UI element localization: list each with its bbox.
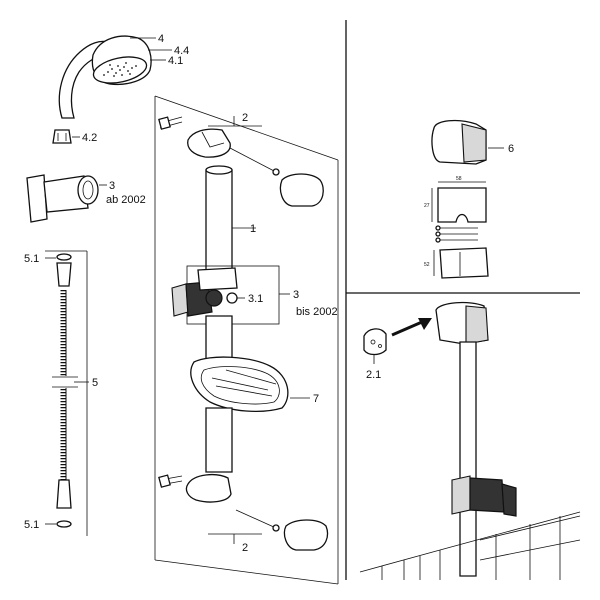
label-bottom-bracket: 2 bbox=[242, 542, 248, 554]
label-slider: 3.1 bbox=[248, 293, 263, 305]
label-shower-head: 4 bbox=[158, 33, 164, 45]
label-nut: 4.2 bbox=[82, 132, 97, 144]
label-top-bracket: 2 bbox=[242, 112, 248, 124]
label-adapter: 2.1 bbox=[366, 369, 381, 381]
label-hose-connector-top: 5.1 bbox=[24, 253, 39, 265]
dim-width-top: 58 bbox=[456, 176, 462, 182]
label-soap-dish: 7 bbox=[313, 393, 319, 405]
end-cap-detail: 6 58 27 52 bbox=[424, 119, 514, 279]
panel-dividers bbox=[345, 20, 580, 580]
label-hose: 5 bbox=[92, 377, 98, 389]
label-end-cap: 6 bbox=[508, 143, 514, 155]
label-slider-note: bis 2002 bbox=[296, 306, 338, 318]
shower-head: 4 4.4 4.1 bbox=[58, 33, 189, 119]
label-shower-head-4-4: 4.4 bbox=[174, 45, 189, 57]
dim-height-bottom: 52 bbox=[424, 262, 430, 268]
nut-part: 4.2 bbox=[52, 129, 97, 144]
label-rail: 1 bbox=[250, 223, 256, 235]
rail-assembly: 2 1 3.1 3 bis 2002 7 bbox=[154, 95, 339, 585]
installation-view: 2.1 bbox=[359, 301, 581, 580]
label-holder: 3 bbox=[109, 180, 115, 192]
dim-height-left: 27 bbox=[424, 203, 430, 209]
label-hose-connector-bottom: 5.1 bbox=[24, 519, 39, 531]
label-shower-head-4-1: 4.1 bbox=[168, 55, 183, 67]
label-slider-ref: 3 bbox=[293, 289, 299, 301]
label-holder-note: ab 2002 bbox=[106, 194, 146, 206]
shower-hose: 5.1 5 5.1 bbox=[24, 250, 98, 536]
hand-shower-holder: 3 ab 2002 bbox=[26, 174, 146, 223]
